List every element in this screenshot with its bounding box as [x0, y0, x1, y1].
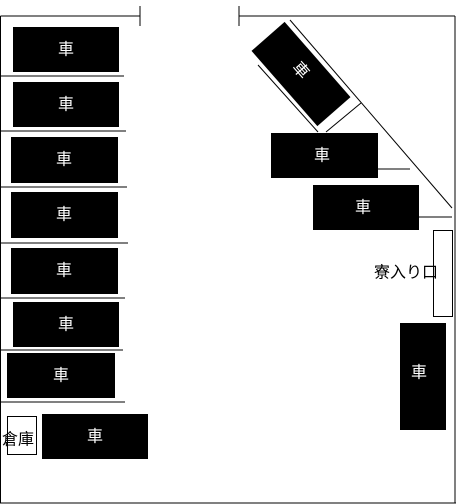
right-stall-lines [257, 19, 453, 218]
car-label: 車 [58, 315, 74, 334]
car-left-3: 車 [11, 137, 118, 183]
car-right-2: 車 [313, 185, 419, 230]
car-label: 車 [56, 205, 72, 224]
car-label: 車 [58, 40, 74, 59]
car-left-6: 車 [13, 302, 119, 347]
lot-boundary [0, 6, 456, 504]
car-label: 車 [53, 366, 69, 385]
dorm-entrance: 寮入り口 [374, 230, 453, 317]
car-right-1: 車 [271, 133, 378, 178]
car-left-5: 車 [11, 248, 118, 294]
car-right-vertical: 車 [400, 323, 446, 430]
car-diagonal: 車 [251, 21, 351, 127]
car-label: 車 [355, 198, 371, 217]
left-stall-dividers [0, 75, 128, 403]
car-bottom: 車 [42, 414, 148, 459]
car-left-7: 車 [7, 353, 115, 398]
car-left-4: 車 [11, 192, 118, 238]
car-label: 車 [56, 261, 72, 280]
car-label: 車 [314, 146, 330, 165]
car-left-1: 車 [13, 27, 119, 72]
storage: 倉庫 [2, 416, 37, 455]
storage-label: 倉庫 [2, 430, 34, 449]
car-label: 車 [56, 150, 72, 169]
car-label: 車 [411, 363, 427, 382]
entrance-label: 寮入り口 [374, 263, 438, 282]
car-label: 車 [87, 427, 103, 446]
car-label: 車 [58, 95, 74, 114]
car-left-2: 車 [13, 82, 119, 127]
